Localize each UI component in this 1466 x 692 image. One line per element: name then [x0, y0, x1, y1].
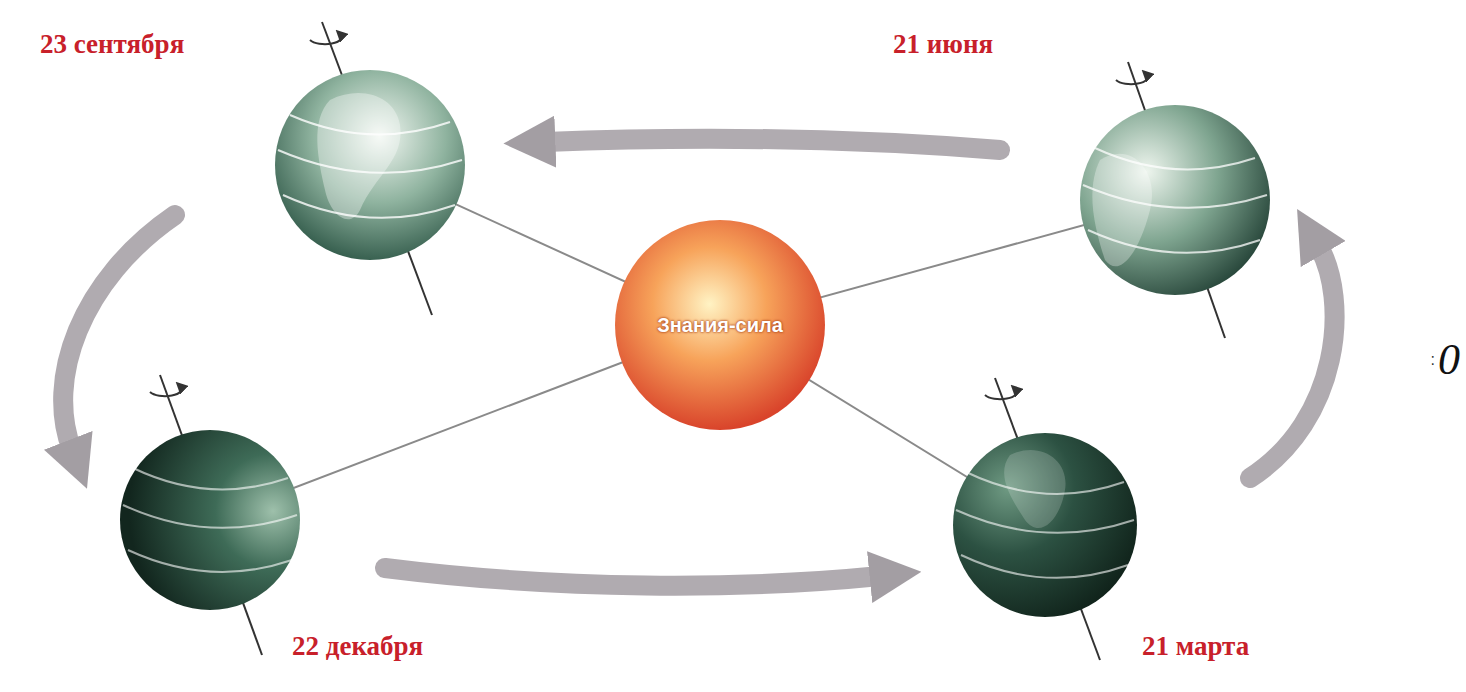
- date-label: 21 июня: [893, 30, 993, 60]
- stray-number: 0: [1438, 336, 1460, 384]
- date-label: 22 декабря: [292, 632, 423, 662]
- stray-mark: :: [1431, 351, 1435, 369]
- date-label: 21 марта: [1142, 632, 1249, 662]
- date-label: 23 сентября: [40, 30, 184, 60]
- watermark: Знания-сила: [657, 314, 783, 336]
